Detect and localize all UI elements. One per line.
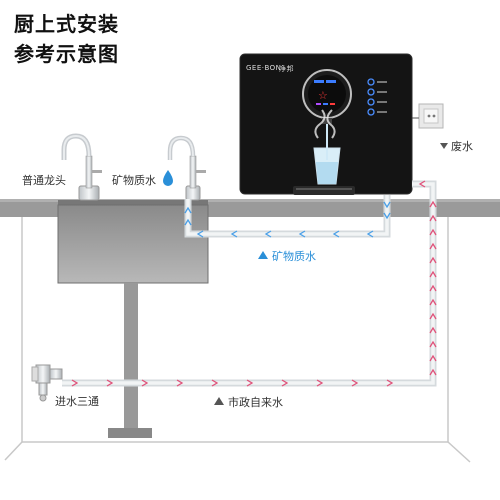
normal-faucet	[61, 133, 102, 201]
flow-arrow-icon	[316, 379, 324, 387]
inlet-tee-label: 进水三通	[55, 395, 99, 408]
flow-arrow-icon	[429, 214, 437, 222]
flow-arrow-icon	[418, 180, 426, 188]
flow-arrow-icon	[429, 298, 437, 306]
tap-water-flow-arrows	[71, 180, 437, 387]
flow-arrow-icon	[230, 230, 238, 238]
water-purifier: ☆	[239, 53, 413, 195]
drain-pipe	[108, 283, 152, 438]
flow-arrow-icon	[211, 379, 219, 387]
tap-water-pipe	[62, 180, 437, 387]
flow-arrow-icon	[184, 218, 192, 226]
inlet-tee-valve	[31, 364, 63, 402]
tap-water-label: 市政自来水	[228, 396, 283, 409]
control-buttons	[367, 78, 387, 116]
flow-arrow-icon	[176, 379, 184, 387]
flow-arrow-icon	[383, 201, 391, 209]
flow-arrow-icon	[429, 368, 437, 376]
flow-arrow-icon	[71, 379, 79, 387]
flow-arrow-icon	[429, 312, 437, 320]
mineral-pipe-marker-icon	[258, 251, 268, 259]
flow-arrow-icon	[141, 379, 149, 387]
sink-basin	[57, 200, 209, 284]
flow-arrow-icon	[429, 284, 437, 292]
mineral-faucet	[167, 135, 206, 201]
flow-arrow-icon	[298, 230, 306, 238]
mineral-faucet-label: 矿物质水	[112, 174, 156, 187]
flow-arrow-icon	[332, 230, 340, 238]
mineral-water-pipe	[184, 195, 391, 238]
normal-faucet-label: 普通龙头	[22, 174, 66, 187]
flow-arrow-icon	[264, 230, 272, 238]
flow-arrow-icon	[351, 379, 359, 387]
brand-logo-cn: 净邦	[279, 65, 294, 73]
flow-arrow-icon	[184, 206, 192, 214]
flow-arrow-icon	[429, 200, 437, 208]
flow-arrow-icon	[383, 212, 391, 220]
cabinet	[4, 217, 471, 463]
water-drop-icon	[163, 170, 173, 186]
flow-arrow-icon	[429, 242, 437, 250]
tap-water-marker-icon	[214, 397, 224, 405]
flow-arrow-icon	[106, 379, 114, 387]
svg-text:☆: ☆	[318, 89, 328, 102]
mineral-pipe-label: 矿物质水	[272, 250, 316, 263]
mineral-pipe-flow-arrows	[184, 201, 391, 238]
page-title-line1: 厨上式安装	[14, 12, 119, 36]
flow-arrow-icon	[281, 379, 289, 387]
flow-arrow-icon	[366, 230, 374, 238]
flow-arrow-icon	[429, 270, 437, 278]
flow-arrow-icon	[429, 256, 437, 264]
flow-arrow-icon	[429, 340, 437, 348]
flow-arrow-icon	[386, 379, 394, 387]
waste-water-label: 废水	[451, 140, 473, 153]
flow-arrow-icon	[429, 326, 437, 334]
page-title-line2: 参考示意图	[14, 42, 119, 66]
brand-logo: GEE·BON	[246, 64, 282, 72]
flow-arrow-icon	[429, 354, 437, 362]
waste-arrow-icon	[440, 143, 448, 149]
flow-arrow-icon	[196, 230, 204, 238]
flow-arrow-icon	[246, 379, 254, 387]
flow-arrow-icon	[429, 228, 437, 236]
